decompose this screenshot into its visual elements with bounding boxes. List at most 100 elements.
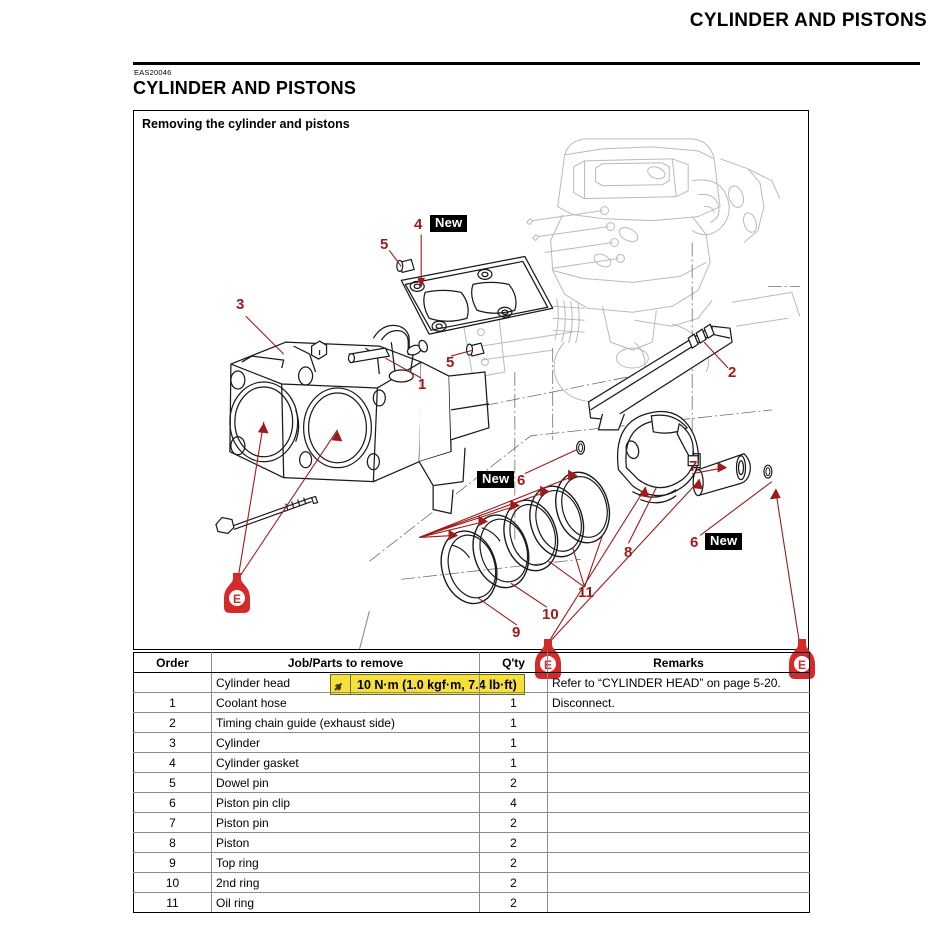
cell-order: 9 [133,852,212,873]
table-row: Cylinder head Refer to “CYLINDER HEAD” on… [133,672,810,693]
exploded-diagram-drawing [215,138,801,649]
cell-remarks: Disconnect. [547,692,810,713]
cell-part-name: 2nd ring [211,872,480,893]
callout-number: 11 [578,584,594,601]
coolant-hose-part [347,347,391,364]
table-header-row: Order Job/Parts to remove Q'ty Remarks [133,652,810,673]
cell-qty: 2 [479,852,548,873]
cell-qty: 2 [479,812,548,833]
piston-pin-drawing [692,453,751,497]
cell-order: 5 [133,772,212,793]
cell-part-name: Piston pin clip [211,792,480,813]
oil-bottle-icon: E [224,573,250,613]
timing-chain-guide-drawing [587,323,733,431]
cell-part-name: Top ring [211,852,480,873]
cell-qty: 1 [479,752,548,773]
callout-number: 1 [418,376,427,393]
cell-order: 2 [133,712,212,733]
cell-order [133,672,212,693]
cell-order: 1 [133,692,212,713]
cell-qty: 1 [479,732,548,753]
cell-order: 8 [133,832,212,853]
cell-remarks [547,792,810,813]
cell-part-name: Piston pin [211,812,480,833]
column-header-job: Job/Parts to remove [211,652,480,673]
cell-qty: 4 [479,792,548,813]
new-part-tag: New [705,533,743,551]
cell-remarks [547,732,810,753]
cell-remarks [547,712,810,733]
svg-text:E: E [233,592,241,606]
cell-qty [479,672,548,693]
cell-qty: 2 [479,772,548,793]
cell-part-name: Coolant hose [211,692,480,713]
callout-number: 5 [446,354,455,371]
page-title: CYLINDER AND PISTONS [133,78,357,98]
callout-number: 6 [517,472,526,489]
cell-order: 6 [133,792,212,813]
cell-remarks: Refer to “CYLINDER HEAD” on page 5-20. [547,672,810,693]
parts-table: Order Job/Parts to remove Q'ty Remarks C… [133,652,810,913]
cell-order: 4 [133,752,212,773]
cylinder-block-drawing [229,324,490,515]
engine-oil-marker: E [220,571,254,615]
exploded-diagram-panel: Removing the cylinder and pistons [133,110,815,695]
new-part-tag: New [477,471,515,489]
cell-qty: 2 [479,892,548,913]
cell-part-name: Cylinder gasket [211,752,480,773]
cell-part-name: Dowel pin [211,772,480,793]
callout-number: 6 [690,534,699,551]
cell-remarks [547,812,810,833]
cell-qty: 2 [479,872,548,893]
cell-part-name: Piston [211,832,480,853]
cell-qty: 1 [479,712,548,733]
piston-rings-drawing [440,471,611,605]
callout-number: 10 [542,606,559,623]
callout-number: 3 [236,296,245,313]
cell-remarks [547,752,810,773]
cell-order: 11 [133,892,212,913]
column-header-qty: Q'ty [479,652,548,673]
callout-number: 2 [728,364,737,381]
cell-part-name: Cylinder [211,732,480,753]
cylinder-gasket-drawing [400,255,554,335]
callout-number: 8 [624,544,633,561]
column-header-remarks: Remarks [547,652,810,673]
cell-qty: 2 [479,832,548,853]
section-code: EAS20046 [134,68,172,77]
cell-part-name: Oil ring [211,892,480,913]
piston-drawing [616,410,701,504]
cell-remarks [547,852,810,873]
callout-number: 9 [512,624,521,641]
cell-qty: 1 [479,692,548,713]
cell-remarks [547,772,810,793]
new-part-tag: New [430,215,468,233]
engine-assembly-ghost [462,138,801,403]
header-rule [133,62,920,65]
callout-number: 5 [380,236,389,253]
diagram-subtitle: Removing the cylinder and pistons [142,117,350,131]
cell-order: 7 [133,812,212,833]
cell-part-name: Cylinder head [211,672,480,693]
dowel-pin-parts [396,258,485,357]
cell-remarks [547,832,810,853]
running-header-title: CYLINDER AND PISTONS [689,10,927,31]
cylinder-bolt-drawing [215,495,319,535]
callout-number: 4 [414,216,423,233]
column-header-order: Order [133,652,212,673]
callout-number: 7 [689,458,698,475]
cell-remarks [547,892,810,913]
cell-order: 10 [133,872,212,893]
callout-leader-lines [237,234,801,649]
